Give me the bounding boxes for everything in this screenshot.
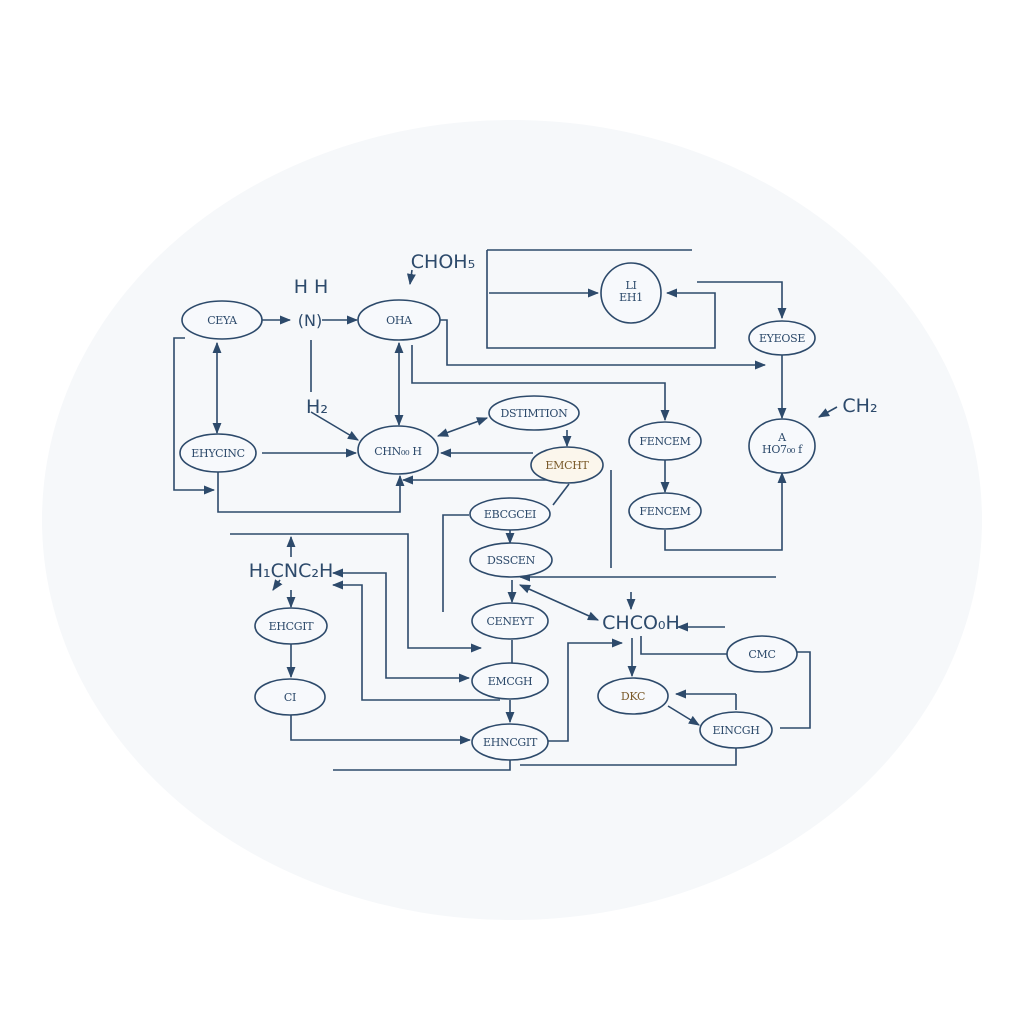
node-ceya-label: CEYA — [207, 314, 238, 327]
edge — [331, 580, 500, 701]
edge — [667, 705, 700, 726]
node-ci-shape — [254, 678, 326, 716]
node-ehcgit-shape — [254, 607, 328, 645]
edge — [406, 269, 416, 286]
node-distimtion: DSTIMTION — [488, 395, 580, 431]
node-chno-label: CHN₀₀ H — [374, 445, 421, 458]
node-ceneyt-label: CENEYT — [487, 615, 535, 628]
node-distimtion-shape — [488, 395, 580, 431]
edge — [818, 406, 838, 418]
node-eyeose-shape — [748, 320, 816, 356]
node-ci: CI — [254, 678, 326, 716]
node-ebcgcel-shape — [469, 497, 551, 531]
label-n-paren: (N) — [298, 311, 322, 330]
node-ebcgcel: EBCGCEI — [469, 497, 551, 531]
edge — [310, 411, 359, 441]
node-oha: OHA — [357, 299, 441, 341]
node-ci-label: CI — [284, 691, 296, 704]
node-eincgh: EINCGH — [699, 711, 773, 749]
edge — [697, 281, 787, 320]
edge — [640, 636, 727, 655]
node-emcht-shape — [530, 446, 604, 484]
node-fencem-2-shape — [628, 492, 702, 530]
node-dkc-shape — [597, 677, 669, 715]
node-ehcgit: EHCGIT — [254, 607, 328, 645]
node-eincgh-label: EINCGH — [713, 724, 760, 737]
node-fencem-1: FENCEM — [628, 421, 702, 461]
node-cmc: CMC — [726, 635, 798, 673]
node-eyeose-label: EYEOSE — [759, 332, 805, 345]
edge — [217, 472, 405, 513]
label-chcoh: CHCO₀H — [602, 612, 680, 634]
node-ehncgit: EHNCGIT — [471, 723, 549, 761]
node-eincgh-shape — [699, 711, 773, 749]
node-ehncgit-label: EHNCGIT — [483, 736, 538, 749]
node-lih-shape — [600, 262, 662, 324]
edge — [664, 471, 787, 551]
label-choh: CHOH₅ — [411, 251, 475, 273]
node-ehycinc-label: EHYCINC — [191, 447, 244, 460]
node-emcgh-shape — [471, 662, 549, 700]
node-eyeose: EYEOSE — [748, 320, 816, 356]
node-oha-label: OHA — [386, 314, 413, 327]
node-fencem-2-label: FENCEM — [639, 505, 690, 518]
node-emcht: EMCHT — [530, 446, 604, 484]
node-oha-shape — [357, 299, 441, 341]
edge — [290, 715, 472, 745]
node-ceneyt-shape — [471, 602, 549, 640]
node-dkc: DKC — [597, 677, 669, 715]
label-ch2: CH₂ — [842, 395, 877, 417]
edge — [547, 638, 624, 742]
edge — [333, 760, 511, 771]
edge — [780, 651, 811, 729]
node-ceya-shape — [181, 300, 263, 340]
label-hcnch: H₁CNC₂H — [249, 560, 334, 582]
node-dsscen-label: DSSCEN — [487, 554, 536, 567]
node-fencem-2: FENCEM — [628, 492, 702, 530]
edge — [552, 483, 570, 506]
node-distimtion-label: DSTIMTION — [501, 407, 569, 420]
edge — [331, 568, 471, 683]
node-emcht-label: EMCHT — [545, 459, 589, 472]
node-emcgh-label: EMCGH — [488, 675, 533, 688]
edge — [520, 746, 737, 766]
edge — [272, 579, 283, 591]
label-hh: H H — [294, 276, 329, 298]
node-ebcgcel-label: EBCGCEI — [484, 508, 536, 521]
node-dsscen: DSSCEN — [469, 542, 553, 578]
node-hoto-shape — [748, 418, 816, 474]
edge — [436, 417, 489, 437]
node-chno: CHN₀₀ H — [357, 425, 439, 475]
node-chno-shape — [357, 425, 439, 475]
label-h2: H₂ — [306, 396, 328, 418]
node-cmc-shape — [726, 635, 798, 673]
edges — [173, 249, 838, 771]
node-fencem-1-shape — [628, 421, 702, 461]
node-emcgh: EMCGH — [471, 662, 549, 700]
node-ehcgit-label: EHCGIT — [269, 620, 315, 633]
node-ehycinc: EHYCINC — [179, 433, 257, 473]
node-fencem-1-label: FENCEM — [639, 435, 690, 448]
edge — [486, 250, 716, 349]
node-ehncgit-shape — [471, 723, 549, 761]
node-ceneyt: CENEYT — [471, 602, 549, 640]
node-dkc-label: DKC — [621, 690, 645, 703]
node-ceya: CEYA — [181, 300, 263, 340]
edge — [518, 584, 600, 621]
node-ehycinc-shape — [179, 433, 257, 473]
edge — [173, 337, 216, 495]
edge — [411, 345, 670, 422]
node-dsscen-shape — [469, 542, 553, 578]
node-cmc-label: CMC — [748, 648, 775, 661]
